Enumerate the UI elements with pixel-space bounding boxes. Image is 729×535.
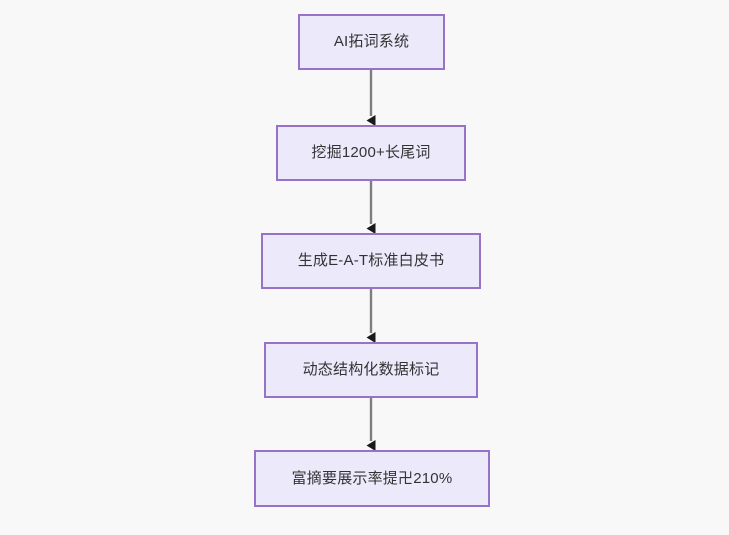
flow-node-label: 动态结构化数据标记 (302, 361, 440, 378)
flow-node-label: 生成E-A-T标准白皮书 (297, 252, 445, 269)
flow-node-dynamic-structured-data-markup[interactable]: 动态结构化数据标记 (264, 342, 478, 398)
flow-node-label: AI拓词系统 (333, 33, 410, 50)
flow-node-ai-keyword-system[interactable]: AI拓词系统 (298, 14, 445, 70)
flow-node-generate-eat-whitepaper[interactable]: 生成E-A-T标准白皮书 (261, 233, 481, 289)
flow-node-mine-longtail-keywords[interactable]: 挖掘1200+长尾词 (276, 125, 466, 181)
flow-node-rich-snippet-rate-increase[interactable]: 富摘要展示率提卍210% (254, 450, 490, 507)
flow-node-label: 富摘要展示率提卍210% (291, 469, 453, 487)
flow-node-label: 挖掘1200+长尾词 (311, 144, 431, 161)
